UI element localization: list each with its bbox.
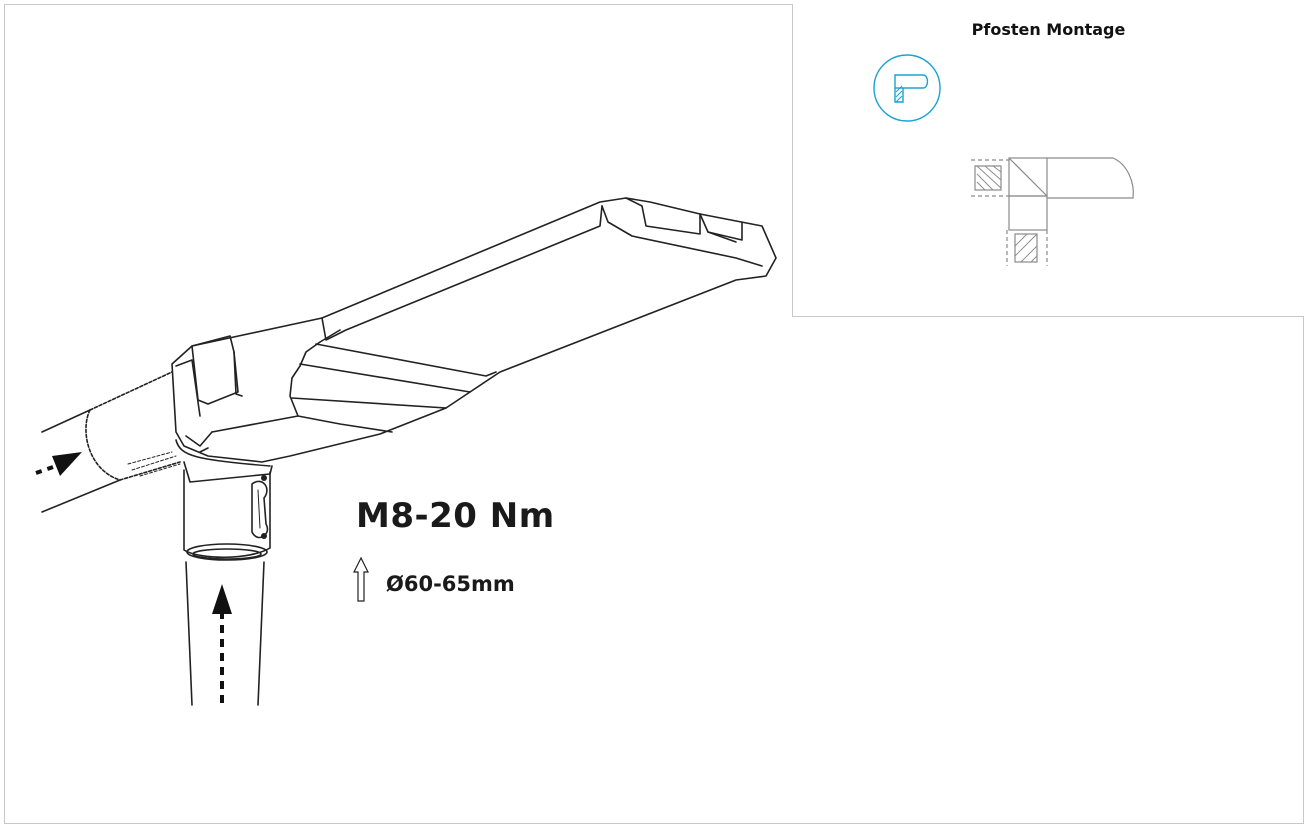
pipe-diameter-spec: Ø60-65mm [386,572,515,596]
torque-spec: M8-20 Nm [356,496,555,536]
horizontal-insert-arrow [35,452,82,476]
post-adaptor [183,469,271,561]
mounting-mode-panel: Pfosten Montage [792,4,1304,317]
side-entry-pipe [41,371,181,513]
pole [185,561,265,706]
panel-title: Pfosten Montage [971,20,1126,39]
luminaire-body [171,197,777,483]
pipe-diameter-arrow-icon [353,556,369,602]
post-top-schematic [971,157,1134,266]
mounting-diagram [873,54,1134,266]
vertical-insert-arrow [212,584,232,703]
post-top-mount-icon [873,54,941,122]
